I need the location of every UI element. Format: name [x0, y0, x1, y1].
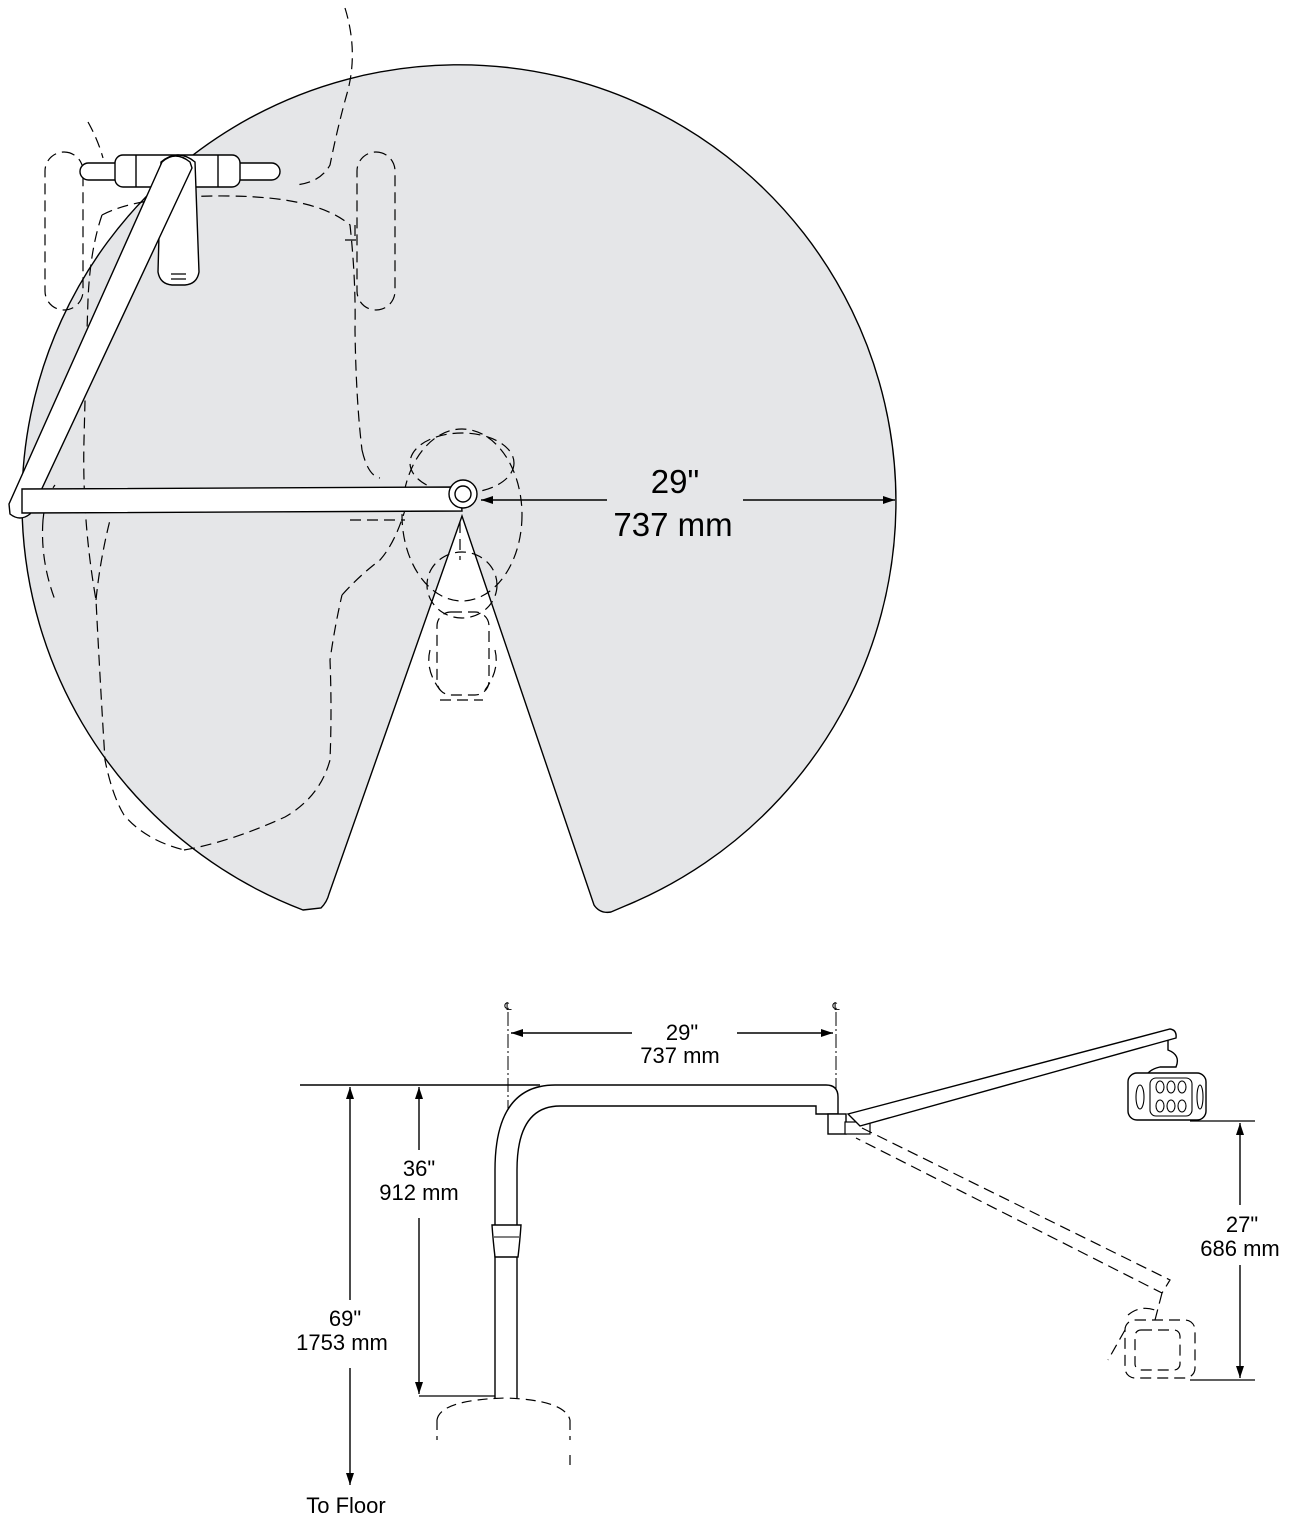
flex-arm-top [8, 155, 193, 519]
post-base [436, 1397, 571, 1468]
arm-length-inches-label: 29" [666, 1020, 698, 1045]
light-handle-slot [171, 273, 186, 280]
post-collar [491, 1224, 522, 1258]
dental-chair-outline [41, 7, 523, 851]
lowered-arm-position [855, 1127, 1196, 1379]
reach-mm-label: 737 mm [613, 506, 732, 543]
top-view: 29" 737 mm [8, 7, 897, 914]
mounting-post [494, 1084, 839, 1398]
centerline-marks [507, 1012, 837, 1110]
light-head-side [1127, 1072, 1207, 1121]
drop-mm-label: 686 mm [1200, 1236, 1279, 1261]
height-36-mm-label: 912 mm [379, 1180, 458, 1205]
extension-arm-top [21, 486, 463, 514]
arm-joint-block [827, 1113, 847, 1135]
arm-length-mm-label: 737 mm [640, 1043, 719, 1068]
drop-inches-label: 27" [1226, 1212, 1258, 1237]
reach-inches-label: 29" [651, 463, 699, 500]
centerline-symbol-left: ℄ [503, 1001, 511, 1013]
light-lens-array [1135, 1077, 1204, 1117]
pivot-joint [448, 479, 478, 509]
side-view: ℄ ℄ 29" 737 mm 36" 912 mm 69" 1753 mm To… [296, 1001, 1280, 1518]
height-69-inches-label: 69" [329, 1306, 361, 1331]
centerline-symbol-right: ℄ [831, 1001, 839, 1013]
flex-arm-side [846, 1028, 1177, 1127]
height-36-inches-label: 36" [403, 1156, 435, 1181]
to-floor-label: To Floor [306, 1493, 385, 1518]
height-69-mm-label: 1753 mm [296, 1330, 388, 1355]
